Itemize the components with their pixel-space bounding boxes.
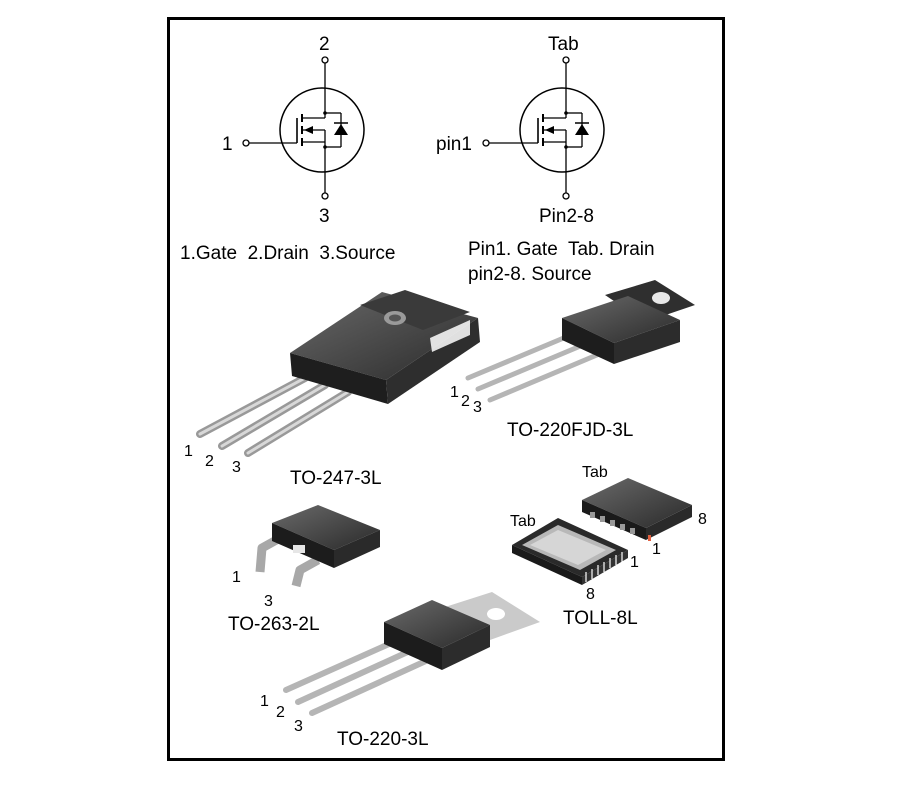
drain-terminal <box>321 56 329 64</box>
toll-package-bottom <box>512 518 628 585</box>
to220-pin3-label: 3 <box>294 718 303 735</box>
left-pin-bottom-label: 3 <box>319 206 330 227</box>
to220-package <box>283 592 540 716</box>
to263-name: TO-263-2L <box>228 614 320 635</box>
gate-terminal <box>242 139 250 147</box>
lead-1 <box>283 637 401 693</box>
source-terminal <box>321 192 329 200</box>
to247-name: TO-247-3L <box>290 468 382 489</box>
mosfet-symbol-left <box>242 56 365 200</box>
lead-2 <box>475 339 593 392</box>
toll-name: TOLL-8L <box>563 608 638 629</box>
to220fjd-pin3-label: 3 <box>473 399 482 416</box>
to263-package <box>255 505 380 588</box>
toll-bottom-pin1-label: 1 <box>630 554 639 571</box>
right-pin-top-label: Tab <box>548 34 579 55</box>
toll-top-pin8-label: 8 <box>698 511 707 528</box>
lead-2 <box>295 647 415 705</box>
to220fjd-name: TO-220FJD-3L <box>507 420 633 441</box>
lead-3 <box>309 657 431 716</box>
right-caption-line2: pin2-8. Source <box>468 264 592 285</box>
lead-3 <box>291 556 321 588</box>
lead-1 <box>465 329 581 381</box>
right-pin-bottom-label: Pin2-8 <box>539 206 594 227</box>
lead-3 <box>487 349 607 403</box>
source-terminal <box>562 192 570 200</box>
to220fjd-package <box>465 280 695 403</box>
toll-top-pin1-label: 1 <box>652 541 661 558</box>
to220fjd-pin2-label: 2 <box>461 393 470 410</box>
to263-pin1-label: 1 <box>232 569 241 586</box>
left-pin-top-label: 2 <box>319 34 330 55</box>
tab-terminal <box>562 56 570 64</box>
to247-package <box>196 290 480 457</box>
mosfet-symbol-right <box>482 56 605 200</box>
symbol-circle <box>519 87 605 173</box>
to247-pin3-label: 3 <box>232 459 241 476</box>
to247-pin1-label: 1 <box>184 443 193 460</box>
to263-pin3-label: 3 <box>264 593 273 610</box>
to220-pin1-label: 1 <box>260 693 269 710</box>
left-pin-left-label: 1 <box>222 134 233 155</box>
toll-top-tab-label: Tab <box>582 464 608 481</box>
left-symbol-caption: 1.Gate 2.Drain 3.Source <box>180 243 395 264</box>
symbol-circle <box>279 87 365 173</box>
toll-bottom-tab-label: Tab <box>510 513 536 530</box>
toll-bottom-pin8-label: 8 <box>586 586 595 603</box>
gate-terminal <box>482 139 490 147</box>
to220-pin2-label: 2 <box>276 704 285 721</box>
to247-pin2-label: 2 <box>205 453 214 470</box>
to220-name: TO-220-3L <box>337 729 429 750</box>
toll-package-top <box>582 478 692 541</box>
to220fjd-pin1-label: 1 <box>450 384 459 401</box>
right-caption-line1: Pin1. Gate Tab. Drain <box>468 239 655 260</box>
right-pin-left-label: pin1 <box>436 134 472 155</box>
